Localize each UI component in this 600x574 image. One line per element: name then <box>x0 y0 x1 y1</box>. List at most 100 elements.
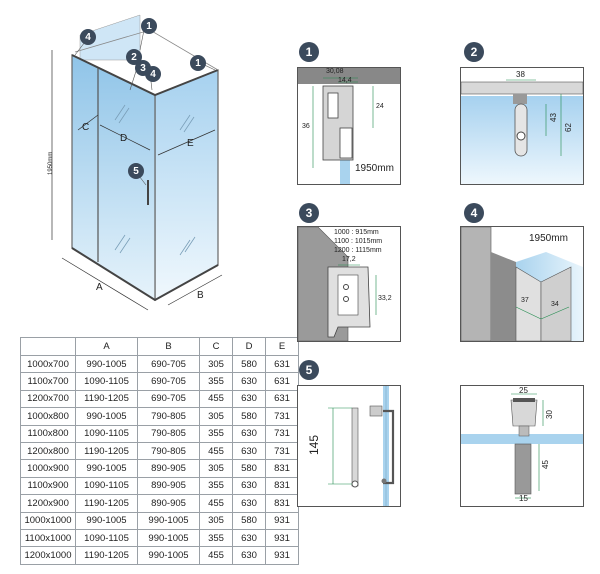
table-cell: 580 <box>232 459 266 478</box>
table-cell: 305 <box>199 459 233 478</box>
d3-dim-side: 33,2 <box>378 295 392 302</box>
detail-5-panel: 145 <box>297 385 401 507</box>
table-cell: 355 <box>199 476 233 496</box>
badge-detail-2: 2 <box>464 42 484 62</box>
table-cell: 790-805 <box>137 441 200 461</box>
table-cell: 630 <box>232 494 266 513</box>
table-cell: 305 <box>199 407 233 426</box>
front-panel <box>71 54 156 302</box>
table-cell: 455 <box>199 546 233 565</box>
letter-d: D <box>120 133 128 144</box>
table-cell: 1190-1205 <box>75 546 138 565</box>
table-cell: 631 <box>265 372 299 391</box>
table-cell: 1190-1205 <box>75 494 138 513</box>
badge-4-main-b: 4 <box>145 66 161 82</box>
table-cell: 990-1005 <box>137 528 200 548</box>
table-cell: 630 <box>232 441 266 461</box>
table-cell: 355 <box>199 528 233 548</box>
table-cell: 355 <box>199 424 233 443</box>
table-cell: 690-705 <box>137 389 200 409</box>
detail-5-drawing <box>328 386 395 506</box>
table-cell: 1200x900 <box>20 494 76 513</box>
letter-c: C <box>82 122 90 133</box>
d5-dim-handle: 145 <box>307 434 322 456</box>
table-cell: 1000x1000 <box>20 511 76 530</box>
table-cell: 990-1005 <box>75 354 138 374</box>
d3-size-1: 1000 : 915mm <box>334 229 379 236</box>
table-cell: 1200x700 <box>20 389 76 409</box>
table-cell: 1090-1105 <box>75 476 138 496</box>
table-cell: 630 <box>232 372 266 391</box>
table-cell: 990-1005 <box>75 407 138 426</box>
table-cell: 455 <box>199 441 233 461</box>
table-header: D <box>232 337 266 356</box>
d2-dim-b: 62 <box>563 123 573 132</box>
table-cell: 305 <box>199 354 233 374</box>
table-cell: 630 <box>232 546 266 565</box>
table-header-row: A B C D E <box>20 337 299 356</box>
table-cell: 1000x900 <box>20 459 76 478</box>
table-cell: 990-1005 <box>75 511 138 530</box>
detail-3-drawing <box>298 227 377 341</box>
badge-4-main: 4 <box>80 29 96 45</box>
badge-detail-1: 1 <box>299 42 319 62</box>
table-cell: 890-905 <box>137 476 200 496</box>
detail-4-panel: 1950mm 37 34 <box>460 226 584 342</box>
d2-dim-a: 43 <box>548 113 558 122</box>
table-cell: 455 <box>199 494 233 513</box>
table-cell: 890-905 <box>137 459 200 478</box>
table-cell: 1200x800 <box>20 441 76 461</box>
badge-1-main-top: 1 <box>141 18 157 34</box>
table-cell: 931 <box>265 528 299 548</box>
table-cell: 690-705 <box>137 372 200 391</box>
d1-dim-top: 30,08 <box>326 68 344 75</box>
table-cell: 455 <box>199 389 233 409</box>
d6-dim-a: 30 <box>544 410 554 419</box>
main-drawing: 1950mm A B C D E 4 1 2 3 4 1 5 <box>0 0 290 325</box>
shower-enclosure-drawing <box>51 14 223 311</box>
letter-a: A <box>96 282 103 293</box>
badge-detail-5: 5 <box>299 360 319 380</box>
d2-dim-top: 38 <box>516 70 525 79</box>
table-cell: 931 <box>265 546 299 565</box>
d3-size-3: 1200 : 1115mm <box>334 247 382 254</box>
table-cell: 790-805 <box>137 424 200 443</box>
table-cell: 1190-1205 <box>75 441 138 461</box>
table-cell: 1000x800 <box>20 407 76 426</box>
detail-4-drawing <box>461 227 583 341</box>
table-cell: 1100x700 <box>20 372 76 391</box>
table-cell: 631 <box>265 389 299 409</box>
detail-6-panel: 25 30 45 15 <box>460 385 584 507</box>
d1-dim-left: 36 <box>302 123 310 130</box>
detail-3-panel: 1000 : 915mm 1100 : 1015mm 1200 : 1115mm… <box>297 226 401 342</box>
table-cell: 731 <box>265 441 299 461</box>
table-cell: 580 <box>232 407 266 426</box>
table-cell: 1100x800 <box>20 424 76 443</box>
badge-detail-4: 4 <box>464 203 484 223</box>
table-cell: 1090-1105 <box>75 424 138 443</box>
table-cell: 1090-1105 <box>75 528 138 548</box>
detail-1-drawing <box>298 68 400 184</box>
table-cell: 631 <box>265 354 299 374</box>
table-cell: 690-705 <box>137 354 200 374</box>
table-cell: 931 <box>265 511 299 530</box>
table-header: A <box>75 337 138 356</box>
badge-5-main: 5 <box>128 163 144 179</box>
letter-b: B <box>197 290 204 301</box>
table-cell: 630 <box>232 528 266 548</box>
table-cell: 990-1005 <box>137 511 200 530</box>
d1-dim-side: 24 <box>376 103 384 110</box>
table-cell: 1000x700 <box>20 354 76 374</box>
d6-dim-top: 25 <box>519 386 528 395</box>
d4-dim-b: 34 <box>551 301 559 308</box>
